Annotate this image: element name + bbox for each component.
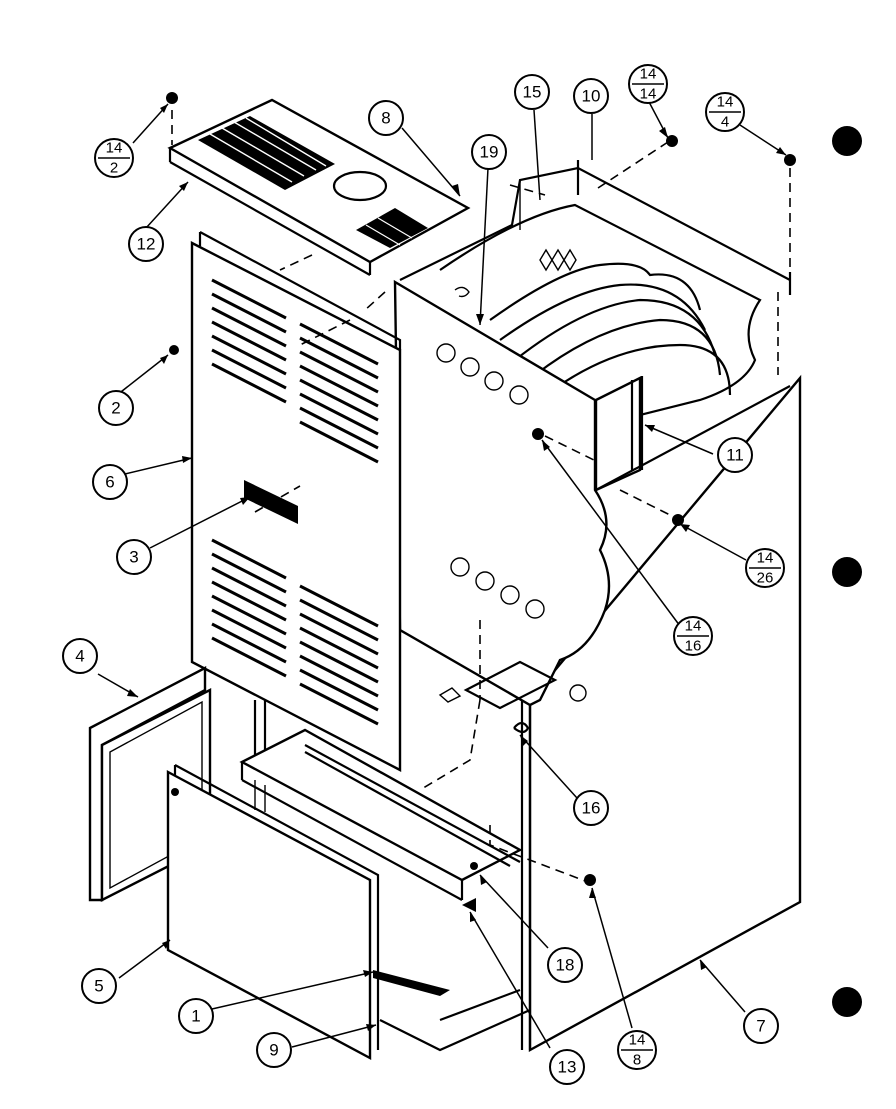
callout-14-8: 14 8 <box>617 1030 657 1070</box>
svg-text:18: 18 <box>556 956 575 975</box>
callout-12: 12 <box>128 226 164 262</box>
callout-1: 1 <box>178 998 214 1034</box>
svg-text:16: 16 <box>582 799 601 818</box>
svg-text:26: 26 <box>757 570 774 587</box>
svg-text:5: 5 <box>94 977 103 996</box>
svg-text:3: 3 <box>129 548 138 567</box>
callout-8: 8 <box>368 100 404 136</box>
svg-text:4: 4 <box>721 114 729 131</box>
lower-door <box>166 764 450 1061</box>
svg-text:10: 10 <box>582 87 601 106</box>
top-panel <box>167 98 471 276</box>
binder-hole-top <box>832 126 862 156</box>
svg-text:16: 16 <box>685 638 702 655</box>
blower-deck <box>239 660 558 901</box>
upper-front-panel <box>190 231 402 772</box>
svg-text:14: 14 <box>757 550 774 567</box>
svg-text:7: 7 <box>756 1017 765 1036</box>
callout-6: 6 <box>92 464 128 500</box>
svg-text:14: 14 <box>629 1032 646 1049</box>
callout-19: 19 <box>471 134 507 170</box>
screw-14-8 <box>584 874 596 886</box>
screw-14-26 <box>672 514 684 526</box>
callout-3: 3 <box>116 539 152 575</box>
assembly-lines <box>171 110 791 883</box>
heat-exchanger <box>439 203 762 422</box>
screws <box>166 92 796 912</box>
bracket-13 <box>462 898 476 912</box>
svg-text:13: 13 <box>558 1058 577 1077</box>
callout-14-16: 14 16 <box>673 616 713 656</box>
callout-9: 9 <box>256 1032 292 1068</box>
svg-text:14: 14 <box>685 618 702 635</box>
bracket <box>594 376 791 492</box>
svg-text:2: 2 <box>111 399 120 418</box>
svg-text:4: 4 <box>75 647 84 666</box>
callout-7: 7 <box>743 1008 779 1044</box>
leader-lines <box>97 99 787 1049</box>
screw-14-4 <box>784 154 796 166</box>
svg-text:11: 11 <box>726 446 744 465</box>
callout-5: 5 <box>81 968 117 1004</box>
svg-text:14: 14 <box>640 86 657 103</box>
svg-text:14: 14 <box>640 66 657 83</box>
callout-14-2: 14 2 <box>94 138 134 178</box>
svg-text:1: 1 <box>191 1007 200 1026</box>
svg-text:6: 6 <box>105 473 114 492</box>
screw-door <box>171 788 179 796</box>
svg-text:9: 9 <box>269 1041 278 1060</box>
binder-hole-bottom <box>832 987 862 1017</box>
svg-text:14: 14 <box>106 140 123 157</box>
svg-text:8: 8 <box>381 109 390 128</box>
screw-14-2 <box>166 92 178 104</box>
callout-10: 10 <box>573 78 609 114</box>
callout-11: 11 <box>717 437 753 473</box>
callout-2: 2 <box>98 390 134 426</box>
svg-text:15: 15 <box>523 83 542 102</box>
svg-text:19: 19 <box>480 143 499 162</box>
callout-15: 15 <box>514 74 550 110</box>
screw-14-14 <box>666 135 678 147</box>
svg-text:14: 14 <box>717 94 734 111</box>
screw-14-16 <box>532 428 544 440</box>
grommet-16 <box>513 721 530 734</box>
screw-2 <box>169 345 179 355</box>
binder-hole-middle <box>832 557 862 587</box>
svg-text:12: 12 <box>137 235 156 254</box>
callout-14-14: 14 14 <box>628 64 668 104</box>
svg-text:8: 8 <box>633 1052 641 1069</box>
callout-14-4: 14 4 <box>705 92 745 132</box>
svg-text:2: 2 <box>110 160 118 177</box>
callout-13: 13 <box>549 1049 585 1085</box>
cabinet-shell <box>253 160 802 1053</box>
partition-panel <box>393 279 611 707</box>
callout-16: 16 <box>573 790 609 826</box>
callout-14-26: 14 26 <box>745 548 785 588</box>
callout-18: 18 <box>547 947 583 983</box>
callout-4: 4 <box>62 638 98 674</box>
clip-18 <box>470 862 478 870</box>
